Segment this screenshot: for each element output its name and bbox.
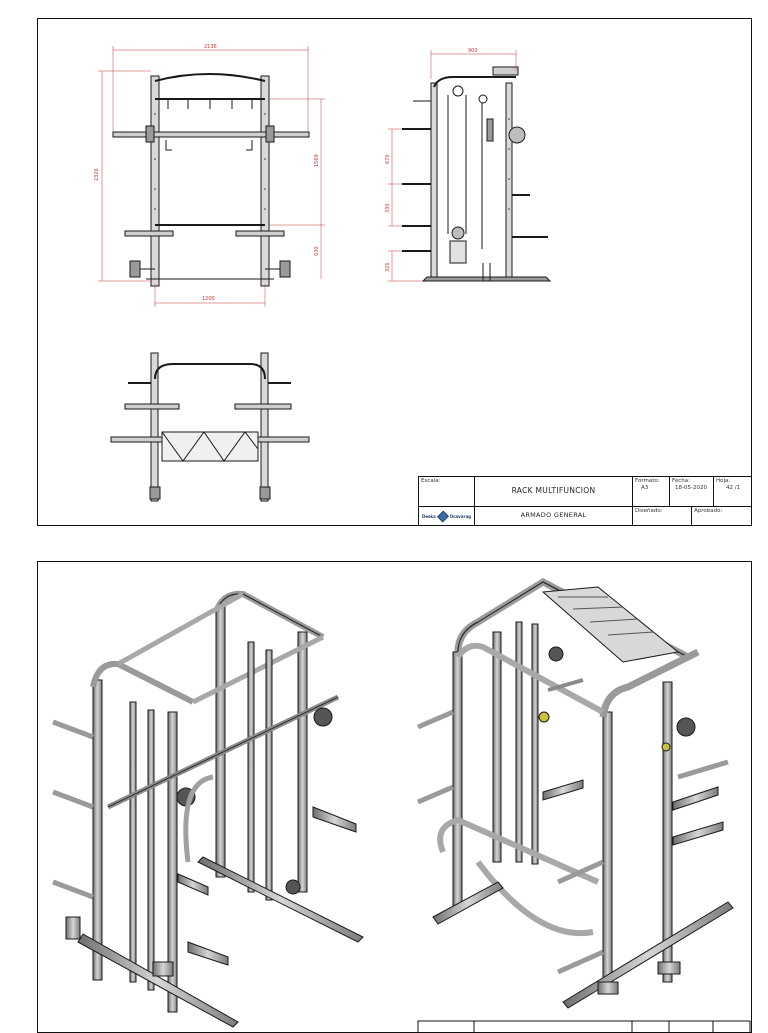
drawing-title: RACK MULTIFUNCION: [511, 486, 596, 495]
drawing-sheet-1: 2136 2326 1569 630 1200: [37, 18, 752, 526]
dim-side-width: 900: [468, 48, 478, 54]
logo-cell: Deska Ocavarag: [419, 507, 475, 525]
formato-value: A3: [641, 484, 649, 491]
dim-lower-height: 630: [314, 246, 320, 256]
side-view-dimensions: [388, 50, 517, 282]
title-block: Escala: RACK MULTIFUNCION Formato: A3 Fe…: [418, 476, 751, 525]
dim-base-width: 1200: [202, 296, 215, 302]
dim-overall-height: 2326: [94, 168, 100, 181]
logo-right-text: Ocavarag: [449, 513, 471, 519]
isometric-view-right: [417, 577, 734, 1009]
subtitle-cell: ARMADO GENERAL: [475, 507, 633, 525]
cube-logo-icon: [436, 510, 449, 522]
orthographic-views: 2136 2326 1569 630 1200: [94, 44, 552, 502]
front-view: [112, 73, 310, 287]
logo-left-text: Deska: [422, 513, 436, 519]
title-cell: RACK MULTIFUNCION: [475, 477, 633, 507]
fecha-cell: Fecha: 18-05-2020: [670, 477, 714, 507]
aprobado-cell: Aprobado:: [692, 507, 751, 525]
drawing-sheet-2: [37, 561, 752, 1033]
hoja-cell: Hoja: 42 /1: [714, 477, 751, 507]
escala-cell: Escala:: [419, 477, 475, 507]
dim-bar-height: 1569: [314, 154, 320, 167]
fecha-value: 18-05-2020: [675, 484, 707, 491]
isometric-view-left: [52, 590, 364, 1028]
front-view-dimensions: [98, 46, 325, 307]
fecha-label: Fecha:: [672, 478, 690, 484]
aprobado-label: Aprobado:: [694, 508, 723, 514]
dim-top-width: 2136: [204, 44, 217, 50]
escala-label: Escala:: [421, 478, 441, 484]
formato-cell: Formato: A3: [633, 477, 670, 507]
dim-side-d3: 326: [385, 262, 391, 272]
hoja-label: Hoja:: [716, 478, 731, 484]
title-block-partial: [417, 1020, 751, 1032]
formato-label: Formato:: [635, 478, 660, 484]
disenado-cell: Diseñado:: [633, 507, 692, 525]
drawing-subtitle: ARMADO GENERAL: [520, 511, 587, 519]
disenado-label: Diseñado:: [635, 508, 663, 514]
isometric-views: [52, 577, 751, 1032]
dim-side-d1: 670: [385, 154, 391, 164]
hoja-value: 42 /1: [726, 484, 741, 491]
dim-side-d2: 330: [385, 203, 391, 213]
side-view: [402, 66, 552, 282]
top-view: [110, 352, 310, 502]
